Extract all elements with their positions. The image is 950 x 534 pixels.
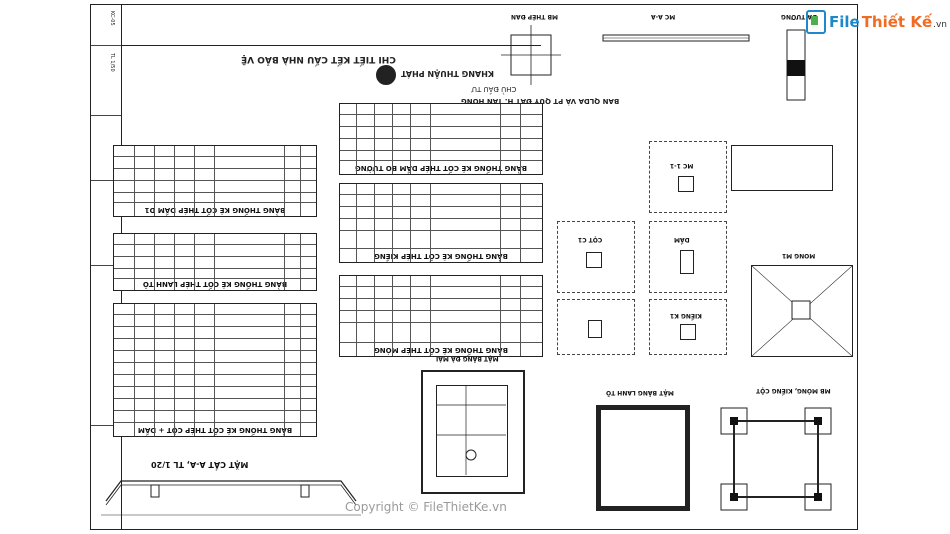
brand-logo[interactable]: File Thiết Kế .vn	[806, 10, 947, 34]
detail-column-c1: CỘT C1	[557, 221, 635, 293]
lintel-plan-title: MẶT BẰNG LANH TÔ	[606, 389, 674, 396]
steel-plan	[501, 25, 561, 85]
detail-label: CỘT C1	[578, 236, 603, 243]
foundation-plan-title: MB MÓNG, KIỀNG CỘT	[756, 387, 831, 394]
watermark: Copyright © FileThietKe.vn	[345, 500, 507, 514]
lintel-plan	[596, 405, 690, 511]
consultant-name: KHANG THUẬN PHÁT	[401, 69, 495, 78]
tie-k1-section	[680, 324, 696, 340]
detail-label: MC 1-1	[670, 162, 694, 169]
detail-label: KIỀNG K1	[670, 312, 702, 319]
table-title: BẢNG THỐNG KÊ CỐT THÉP DẦM BO TƯỜNG	[354, 164, 528, 172]
logo-word-1: File	[829, 13, 860, 31]
roof-plan-lines	[436, 385, 506, 475]
drawing-sheet: KC-05 TL 1/50 CHI TIẾT KẾT CẤU NHÀ BẢO V…	[90, 4, 858, 530]
divider	[91, 180, 121, 181]
detail-label: DẦM	[674, 236, 690, 243]
column-section	[586, 252, 602, 268]
roof-plan-inner	[436, 385, 508, 477]
header-strip	[121, 5, 541, 46]
logo-word-2: Thiết Kế	[861, 13, 933, 31]
section-aa-title: MC A-A	[651, 13, 676, 20]
table-dam-d1: BẢNG THỐNG KÊ CỐT THÉP DẦM D1	[113, 145, 317, 217]
table-title: BẢNG THỐNG KÊ CỐT THÉP DẦM D1	[144, 206, 286, 214]
scale-label: TL 1/50	[109, 53, 115, 72]
consultant-logo	[376, 65, 396, 85]
table-title: BẢNG THỐNG KÊ CỐT THÉP MÓNG	[374, 346, 508, 354]
table-title: BẢNG THỐNG KÊ CỐT THÉP CỘT + DẦM	[137, 426, 293, 434]
section-title: MẶT CẮT A-A, TL 1/20	[151, 460, 249, 469]
divider	[91, 265, 121, 266]
footing-m1-detail: MÓNG M1	[751, 252, 853, 357]
detail-tie-k1: KIỀNG K1	[649, 299, 727, 355]
beam-section	[680, 250, 694, 274]
logo-icon	[806, 10, 826, 34]
detail-beam: DẦM	[649, 221, 727, 293]
table-title: BẢNG THỐNG KÊ CỐT THÉP LANH TÔ	[142, 280, 288, 288]
owner-label: CHỦ ĐẦU TƯ	[471, 85, 517, 93]
detail-tie	[557, 299, 635, 355]
roof-plan-title: MẶT BẰNG ĐÀ MÁI	[436, 355, 499, 362]
drawing-number: KC-05	[109, 11, 115, 26]
roof-plan	[421, 370, 525, 494]
detail-label: MÓNG M1	[782, 252, 816, 259]
divider	[91, 45, 121, 46]
tie-section	[588, 320, 602, 338]
table-title: BẢNG THỐNG KÊ CỐT THÉP KIỀNG	[374, 252, 508, 260]
divider	[91, 425, 121, 426]
mc11-beam-detail	[731, 145, 833, 191]
mc11-section	[678, 176, 694, 192]
table-lanh-to: BẢNG THỐNG KÊ CỐT THÉP LANH TÔ	[113, 233, 317, 291]
wall-beam-detail	[786, 29, 806, 101]
section-aa-drawing	[101, 480, 361, 516]
section-aa-slab	[602, 34, 750, 42]
table-cot-dam: BẢNG THỐNG KÊ CỐT THÉP CỘT + DẦM	[113, 303, 317, 437]
divider	[91, 115, 121, 116]
drawing-title: CHI TIẾT KẾT CẤU NHÀ BẢO VỆ	[241, 54, 396, 64]
table-kieng: BẢNG THỐNG KÊ CỐT THÉP KIỀNG	[339, 183, 543, 263]
steel-plan-title: MB THÉP ĐAN	[511, 13, 559, 20]
logo-word-3: .vn	[933, 19, 948, 30]
foundation-plan	[720, 407, 832, 511]
detail-mc11: MC 1-1	[649, 141, 727, 213]
table-dam-bo-tuong: BẢNG THỐNG KÊ CỐT THÉP DẦM BO TƯỜNG	[339, 103, 543, 175]
table-mong: BẢNG THỐNG KÊ CỐT THÉP MÓNG	[339, 275, 543, 357]
